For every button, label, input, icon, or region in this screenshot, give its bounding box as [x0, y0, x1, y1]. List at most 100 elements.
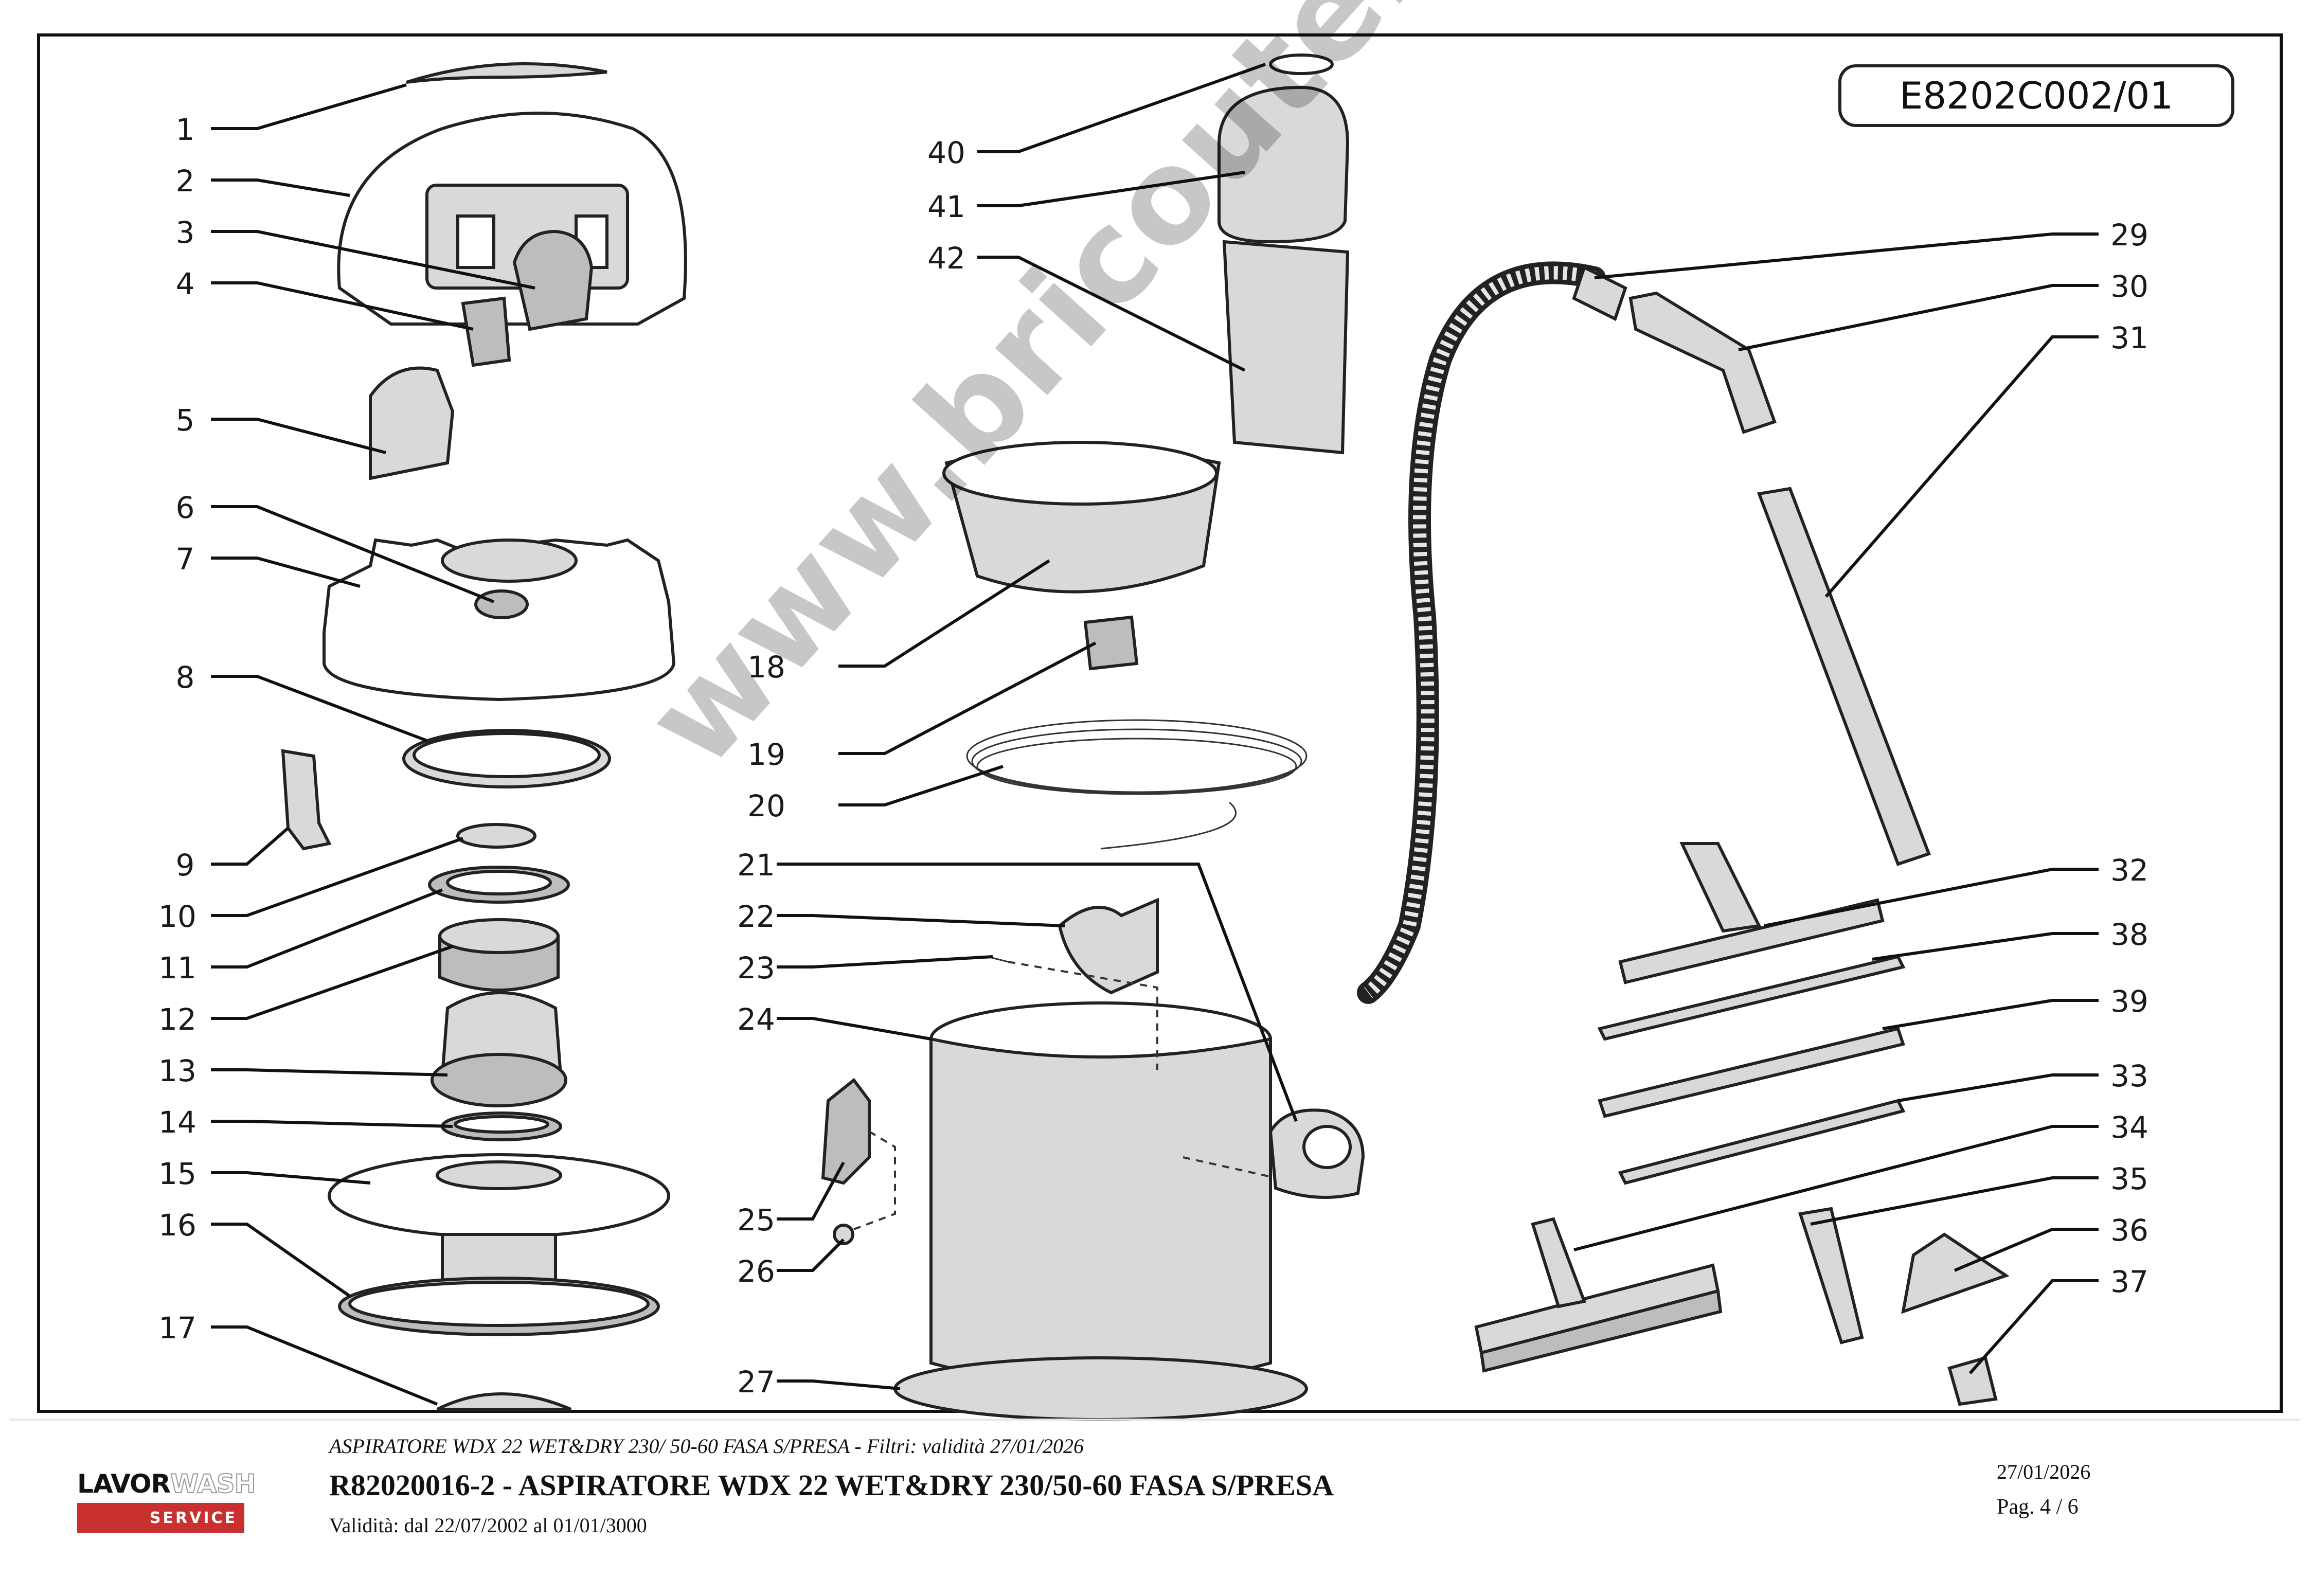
hose-shape — [1357, 261, 1606, 1004]
hose-inner — [1364, 266, 1596, 998]
brand-logo: LAVOR WASH SERVICE — [77, 1468, 256, 1534]
part-label-30: 30 — [2110, 269, 2148, 304]
part-18-rim — [942, 441, 1218, 506]
part-label-41: 41 — [927, 189, 965, 224]
part-label-39: 39 — [2110, 984, 2148, 1019]
brand-name-suffix: WASH — [170, 1468, 256, 1499]
part-20-cable — [1100, 801, 1237, 850]
part-label-24: 24 — [737, 1002, 775, 1037]
part-36-shape — [1901, 1232, 2010, 1314]
part-1-shape — [406, 62, 607, 84]
brand-tagline: SERVICE — [77, 1503, 244, 1533]
part-7-top-ring — [441, 539, 578, 583]
part-20-coil-a — [966, 719, 1308, 793]
part-11-inner — [446, 870, 552, 895]
part-26-shape — [833, 1224, 854, 1245]
part-21-hole — [1302, 1125, 1352, 1169]
footer-date: 27/01/2026 — [1997, 1460, 2091, 1483]
footer-validity: Validità: dal 22/07/2002 al 01/01/3000 — [329, 1514, 647, 1537]
part-10-shape — [456, 823, 536, 849]
part-14-inner — [454, 1115, 549, 1134]
document-code: E8202C002/01 — [1838, 64, 2234, 127]
part-label-8: 8 — [176, 660, 195, 695]
part-label-29: 29 — [2110, 218, 2148, 253]
part-12-top — [438, 918, 560, 954]
part-30-shape — [1628, 291, 1777, 434]
assembly-guide-a — [1008, 961, 1158, 1070]
part-label-34: 34 — [2110, 1110, 2148, 1145]
part-label-4: 4 — [176, 266, 195, 301]
part-label-22: 22 — [737, 899, 775, 934]
part-labels: 1 2 3 4 5 6 7 8 9 10 11 12 13 14 15 16 1… — [158, 112, 2148, 1400]
part-38-shape — [1597, 955, 1906, 1041]
part-2-window-a — [456, 214, 495, 269]
part-label-5: 5 — [176, 403, 195, 438]
part-label-15: 15 — [158, 1156, 196, 1191]
part-15-hub — [436, 1160, 562, 1190]
part-label-10: 10 — [158, 899, 196, 934]
part-6-shape — [474, 589, 529, 619]
part-7-shape — [323, 538, 676, 702]
part-31-shape — [1757, 487, 1931, 866]
brand-logo-wordmark: LAVOR WASH — [77, 1468, 256, 1499]
part-13-body — [440, 991, 563, 1077]
part-3-shape — [512, 229, 594, 331]
part-label-18: 18 — [747, 650, 785, 685]
part-24-tank-body — [929, 1037, 1272, 1388]
part-label-12: 12 — [158, 1002, 196, 1037]
part-27-base — [893, 1356, 1308, 1421]
part-label-3: 3 — [176, 215, 195, 250]
part-label-40: 40 — [927, 135, 965, 170]
part-17-shape — [436, 1392, 572, 1411]
part-label-1: 1 — [176, 112, 195, 147]
part-40-shape — [1269, 53, 1334, 75]
part-label-7: 7 — [176, 542, 195, 577]
part-33-shape — [1618, 1099, 1906, 1185]
part-label-6: 6 — [176, 490, 195, 525]
part-label-19: 19 — [747, 737, 785, 772]
part-25-shape — [821, 1078, 871, 1185]
part-16-inner — [348, 1281, 650, 1327]
part-label-36: 36 — [2110, 1213, 2148, 1248]
part-4-shape — [461, 296, 511, 367]
part-13-fan — [431, 1053, 567, 1107]
part-20-coil-c — [976, 738, 1297, 795]
part-label-25: 25 — [737, 1203, 775, 1238]
part-label-37: 37 — [2110, 1264, 2148, 1299]
part-label-35: 35 — [2110, 1161, 2148, 1196]
part-label-17: 17 — [158, 1311, 196, 1346]
part-label-11: 11 — [158, 951, 196, 985]
part-8-inner — [413, 732, 601, 778]
part-label-32: 32 — [2110, 853, 2148, 888]
part-label-13: 13 — [158, 1053, 196, 1088]
part-22-shape — [1058, 898, 1159, 995]
part-label-2: 2 — [176, 164, 195, 199]
part-label-27: 27 — [737, 1365, 775, 1400]
part-label-21: 21 — [737, 848, 775, 883]
part-label-14: 14 — [158, 1105, 196, 1140]
part-9-shape — [281, 749, 332, 851]
brand-name: LAVOR — [77, 1469, 171, 1499]
part-34-neck — [1531, 1217, 1587, 1308]
part-19-shape — [1083, 615, 1139, 671]
part-37-shape — [1947, 1356, 1998, 1406]
assembly-guide-b — [1183, 1156, 1276, 1179]
assembly-guide-c — [853, 1131, 896, 1230]
part-5-shape — [369, 366, 455, 480]
footer-subtitle: ASPIRATORE WDX 22 WET&DRY 230/ 50-60 FAS… — [329, 1434, 1084, 1458]
part-32-neck — [1679, 842, 1762, 933]
part-label-26: 26 — [737, 1254, 775, 1289]
part-label-33: 33 — [2110, 1059, 2148, 1093]
part-29-shape — [1572, 265, 1627, 321]
part-35-shape — [1798, 1207, 1864, 1344]
part-label-42: 42 — [927, 241, 965, 276]
part-label-16: 16 — [158, 1208, 196, 1243]
part-label-31: 31 — [2110, 320, 2148, 355]
part-41-shape — [1217, 85, 1350, 244]
footer-separator — [10, 1419, 2300, 1421]
part-label-9: 9 — [176, 848, 195, 883]
part-label-23: 23 — [737, 951, 775, 985]
part-42-shape — [1222, 240, 1350, 455]
part-label-20: 20 — [747, 788, 785, 823]
